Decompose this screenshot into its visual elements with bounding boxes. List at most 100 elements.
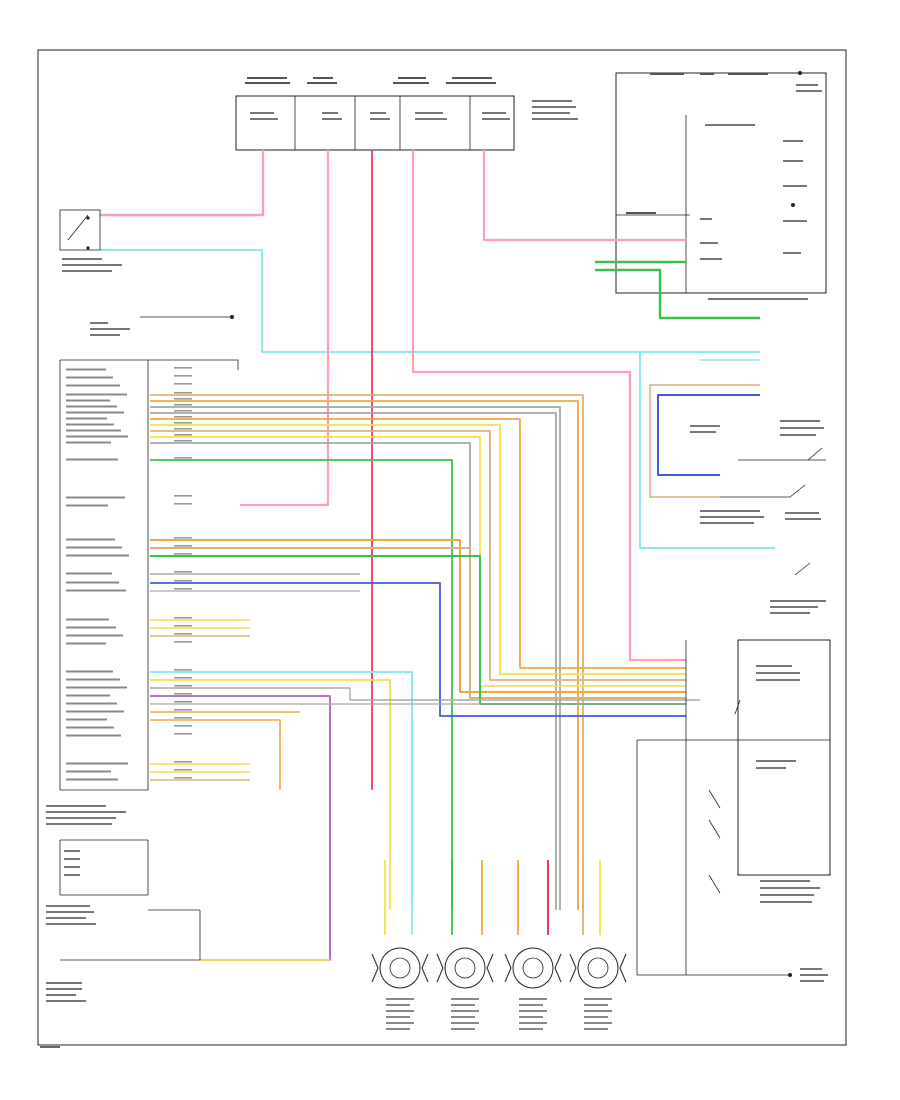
wire-label-0 [174, 367, 192, 369]
pin-label-28 [66, 694, 110, 697]
wire-bundle-7 [150, 436, 686, 687]
wire-label-1 [174, 375, 192, 377]
left-module-pin-labels [66, 367, 192, 781]
wheel-speed-sensor-3 [504, 947, 562, 1030]
wire-label-11 [174, 440, 192, 442]
instrument-cluster [615, 71, 827, 300]
wire-green-b [595, 268, 760, 320]
wire-bundle-4 [150, 418, 686, 669]
pin-label-1 [66, 376, 113, 379]
wire-label-4 [174, 398, 192, 400]
wire-label-35 [174, 769, 192, 771]
pin-label-31 [66, 718, 107, 721]
pin-label-6 [66, 411, 124, 414]
bottom-left-modules [40, 805, 201, 1048]
pin-label-17 [66, 554, 129, 557]
wire-label-15 [174, 537, 192, 539]
pin-label-14 [66, 504, 108, 507]
pin-label-21 [66, 618, 109, 621]
wire-label-28 [174, 693, 192, 695]
wire-label-26 [174, 677, 192, 679]
brake-pedal-switch [59, 209, 234, 336]
wire-label-27 [174, 685, 192, 687]
wire-blue-loop [657, 394, 760, 476]
wire-label-8 [174, 422, 192, 424]
wire-label-29 [174, 701, 192, 703]
wire-label-7 [174, 416, 192, 418]
pin-label-4 [66, 399, 110, 402]
wire-label-21 [174, 617, 192, 619]
wire-bundle-5 [150, 424, 686, 675]
wire-label-31 [174, 717, 192, 719]
wheel-speed-sensor-1 [371, 947, 429, 1030]
pin-label-2 [66, 384, 120, 387]
wire-label-19 [174, 580, 192, 582]
wire-label-10 [174, 434, 192, 436]
wire-cyan-lower [150, 671, 413, 910]
pin-label-12 [66, 458, 118, 461]
pin-label-34 [66, 762, 128, 765]
pin-label-7 [66, 417, 107, 420]
wire-yellow-lower [150, 679, 391, 910]
steering-switch-module [636, 639, 831, 982]
wire-bundle-8 [150, 442, 686, 693]
wire-label-24 [174, 641, 192, 643]
diagram-frame [37, 49, 847, 1046]
wire-label-23 [174, 633, 192, 635]
pin-label-5 [66, 405, 117, 408]
pin-label-8 [66, 423, 114, 426]
pin-label-27 [66, 686, 127, 689]
fuse-block-label-lines [245, 77, 578, 120]
brake-switches [690, 420, 826, 614]
wire-label-13 [174, 495, 192, 497]
wire-pink-brake [100, 150, 265, 217]
wire-bundle-6 [150, 430, 686, 681]
wire-pink-module [240, 150, 330, 507]
wire-label-2 [174, 383, 192, 385]
wire-cyan-brake [100, 249, 775, 549]
wire-label-33 [174, 733, 192, 735]
wire-tan-loop [649, 384, 760, 498]
wire-label-17 [174, 553, 192, 555]
wire-pink-cluster [482, 150, 686, 242]
pin-label-32 [66, 726, 114, 729]
wire-orange-lower-2 [150, 719, 281, 790]
wire-label-5 [174, 404, 192, 406]
pin-label-25 [66, 670, 113, 673]
wire-label-14 [174, 503, 192, 505]
pin-label-24 [66, 642, 106, 645]
pin-label-11 [66, 441, 111, 444]
wire-bundle-3 [150, 412, 557, 910]
pin-label-19 [66, 581, 119, 584]
wire-label-30 [174, 709, 192, 711]
wire-label-18 [174, 571, 192, 573]
wire-tan-mid [150, 547, 686, 699]
pin-label-20 [66, 589, 126, 592]
wheel-speed-sensors [371, 947, 627, 1030]
wire-bundle [100, 150, 775, 961]
pin-label-23 [66, 634, 123, 637]
wire-label-16 [174, 545, 192, 547]
wire-label-36 [174, 777, 192, 779]
wire-gray-lower [150, 687, 700, 701]
pin-label-35 [66, 770, 111, 773]
wire-purple-lower [150, 695, 331, 961]
wire-green-mid [150, 555, 686, 705]
wire-bundle-9 [150, 459, 453, 910]
pin-label-29 [66, 702, 117, 705]
wire-bundle-1 [150, 400, 579, 910]
wire-label-20 [174, 588, 192, 590]
wire-bundle-2 [150, 406, 561, 910]
wire-label-22 [174, 625, 192, 627]
pin-label-22 [66, 626, 116, 629]
pin-label-9 [66, 429, 121, 432]
pin-label-18 [66, 572, 112, 575]
wire-blue-mid [150, 582, 686, 717]
wire-label-6 [174, 410, 192, 412]
wire-orange-mid [150, 539, 686, 693]
pin-label-0 [66, 368, 106, 371]
wheel-speed-sensor-4 [569, 947, 627, 1030]
wire-label-25 [174, 669, 192, 671]
pin-label-33 [66, 734, 121, 737]
pin-label-10 [66, 435, 128, 438]
